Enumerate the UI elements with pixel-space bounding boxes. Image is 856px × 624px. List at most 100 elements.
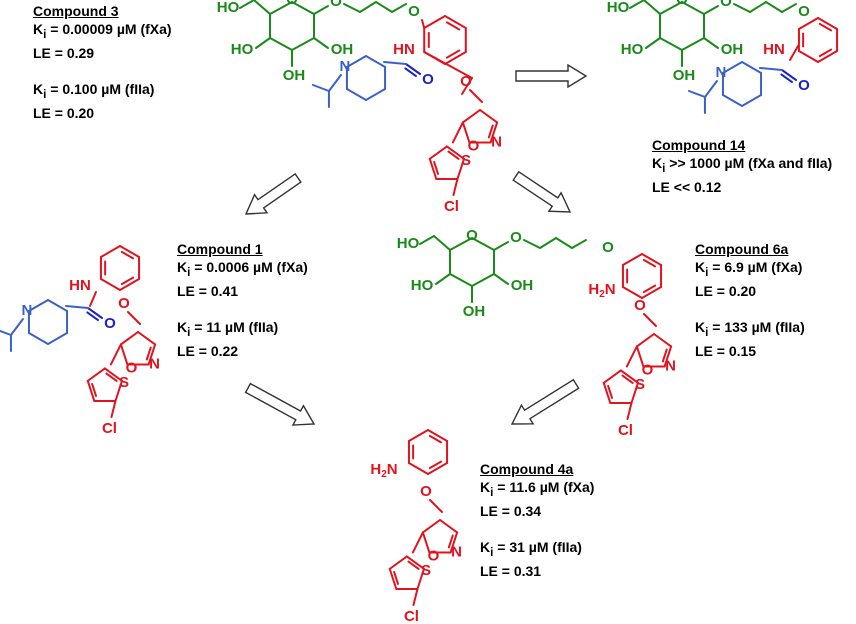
bond-line (703, 5, 719, 15)
atom-hydroxyl: HO (621, 41, 644, 58)
atom-hydroxyl: HO (397, 235, 420, 252)
bond-line (733, 3, 751, 13)
bond-line (365, 55, 387, 68)
bond-line (343, 3, 361, 13)
bond-line (405, 63, 421, 75)
atom-amide-nh: HN (763, 41, 785, 58)
bond-line (489, 121, 499, 144)
bond-line (523, 239, 541, 249)
bond-line (65, 305, 89, 309)
bond-line (291, 1, 315, 15)
arrow-1-to-4a (244, 382, 316, 426)
compound-6a-caption: Compound 6a Ki = 6.9 µM (fXa) LE = 0.20 … (695, 240, 805, 360)
bond-line (407, 462, 429, 475)
bond-line (642, 284, 657, 294)
atom-hydroxyl: OH (673, 67, 696, 84)
arrow-3-to-6a (512, 170, 572, 213)
atom-labels: OHOHOOHOHOOHNONONOSClOHOHOOHOHOOHNONHNON… (22, 0, 811, 624)
bond-line (493, 273, 509, 285)
bond-line (444, 15, 467, 29)
bond-line (391, 3, 407, 13)
compound-14-caption: Compound 14 Ki >> 1000 µM (fXa and fIIa)… (652, 136, 832, 196)
compound-3-caption: Compound 3 Ki = 0.00009 µM (fXa) LE = 0.… (33, 2, 172, 122)
atom-isoxazole-o: O (468, 138, 480, 155)
bond-line (571, 239, 587, 249)
atom-amide-nh: HN (393, 41, 415, 58)
compound-1-le-fxa: LE = 0.41 (177, 282, 239, 299)
atom-hydroxyl: OH (331, 41, 354, 58)
bond-line (602, 381, 612, 404)
compound-6a-name: Compound 6a (695, 241, 789, 257)
compound-4a-ki-fxa: Ki = 11.6 µM (fXa) (480, 479, 595, 499)
bond-line (741, 61, 763, 74)
bond-line (407, 429, 429, 442)
bond-line (451, 121, 464, 144)
bond-line (444, 51, 467, 65)
bond-line (818, 48, 833, 58)
bond-line (253, 0, 271, 15)
bond-line (405, 555, 425, 570)
bond-line (87, 307, 103, 319)
bond-line (429, 499, 443, 513)
bond-line (445, 145, 465, 160)
atom-isoxazole-n: N (665, 358, 676, 375)
atom-ether-oxygen: O (634, 297, 646, 314)
compound-1-ki-fxa: Ki = 0.0006 µM (fXa) (177, 259, 308, 279)
bond-line (105, 372, 118, 382)
bond-line (641, 286, 663, 299)
bond-line (621, 286, 643, 299)
atom-chlorine: Cl (404, 608, 419, 624)
atom-hydroxyl: OH (721, 41, 744, 58)
bond-line (419, 235, 435, 245)
bond-line (635, 345, 645, 368)
bond-line (659, 1, 683, 15)
bond-line (404, 67, 417, 78)
atom-thiophene-s: S (421, 562, 431, 579)
bond-line (269, 1, 293, 15)
bond-line (86, 379, 96, 402)
atom-carbonyl-oxygen: O (422, 71, 434, 88)
bond-line (119, 245, 141, 258)
bond-line (629, 0, 645, 9)
bond-line (86, 367, 106, 382)
atom-hydroxyl: HO (411, 277, 434, 294)
bond-line (327, 74, 342, 92)
bond-line (147, 343, 157, 366)
bond-line (797, 17, 819, 30)
bond-line (781, 3, 797, 13)
bond-line (471, 237, 495, 251)
arrow-3-to-14 (515, 63, 588, 89)
bond-line (433, 235, 451, 251)
bond-line (781, 69, 797, 81)
compound-6a-le-fiia: LE = 0.15 (695, 342, 757, 359)
bond-line (681, 37, 705, 51)
compound-14-ki: Ki >> 1000 µM (fXa and fIIa) (652, 155, 833, 175)
bond-line (313, 37, 329, 49)
bond-line (621, 253, 643, 266)
compound-4a-name: Compound 4a (480, 461, 574, 477)
bond-line (818, 22, 833, 32)
compound-14-le: LE << 0.12 (652, 178, 722, 195)
bond-line (421, 531, 431, 554)
bond-line (388, 555, 408, 570)
bond-line (89, 291, 97, 307)
compound-1-name: Compound 1 (177, 241, 263, 257)
bond-line (487, 124, 494, 139)
compound-6a-le-fxa: LE = 0.20 (695, 282, 757, 299)
atom-piperidine-n: N (716, 64, 727, 81)
bond-line (619, 369, 639, 384)
bond-line (789, 45, 799, 61)
atom-nh2: H2N (588, 281, 615, 300)
bond-line (99, 278, 121, 291)
atom-isoxazole-o: O (428, 548, 440, 565)
bond-line (428, 157, 438, 180)
arrow-3-to-1 (244, 172, 302, 215)
bond-line (687, 90, 706, 98)
bond-line (99, 245, 121, 258)
atom-ether-oxygen: O (118, 295, 130, 312)
bond-line (625, 345, 638, 368)
compound-6a-ki-fiia: Ki = 133 µM (fIIa) (695, 318, 805, 339)
bond-line (145, 346, 152, 361)
compound-1-caption: Compound 1 Ki = 0.0006 µM (fXa) LE = 0.4… (177, 240, 308, 360)
compound-3-name: Compound 3 (33, 3, 119, 19)
